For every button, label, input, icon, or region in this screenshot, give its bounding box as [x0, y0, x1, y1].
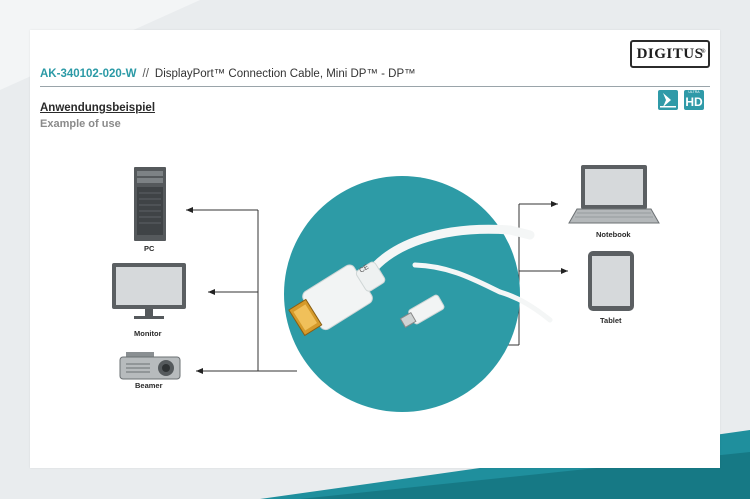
device-label-pc: PC — [144, 244, 155, 253]
tablet-icon — [588, 251, 634, 311]
logo-text: DIGITUS — [636, 46, 704, 62]
device-label-beamer: Beamer — [135, 381, 163, 390]
ultra-hd-main: HD — [685, 95, 703, 109]
section-title-english: Example of use — [40, 118, 121, 130]
ultra-hd-icon: ULTRA HD — [684, 90, 704, 110]
cable-illustration: CE — [288, 224, 553, 337]
ultra-hd-top: ULTRA — [688, 90, 700, 94]
device-label-monitor: Monitor — [134, 329, 162, 338]
device-label-notebook: Notebook — [596, 230, 631, 239]
ce-marking: CE — [358, 263, 370, 274]
product-sheet: DIGITUS® AK-340102-020-W // DisplayPort™ C… — [30, 30, 720, 468]
title-separator: // — [142, 68, 149, 80]
product-name: DisplayPort™ Connection Cable, Mini DP™ … — [154, 68, 416, 80]
registered-mark: ® — [701, 49, 706, 55]
displayport-icon — [658, 90, 678, 110]
section-title-german: Anwendungsbeispiel — [40, 102, 156, 114]
device-label-tablet: Tablet — [600, 316, 622, 325]
header-divider — [40, 86, 710, 87]
usage-diagram: CE PC Monitor — [112, 165, 660, 412]
digitus-logo: DIGITUS® — [630, 40, 710, 68]
pc-tower-icon — [134, 167, 166, 241]
monitor-icon — [112, 263, 186, 319]
left-connector-lines — [186, 207, 297, 374]
projector-icon — [119, 352, 181, 380]
product-code: AK-340102-020-W — [40, 68, 137, 80]
product-title: AK-340102-020-W // DisplayPort™ Connection… — [40, 68, 710, 84]
laptop-icon — [568, 165, 660, 224]
